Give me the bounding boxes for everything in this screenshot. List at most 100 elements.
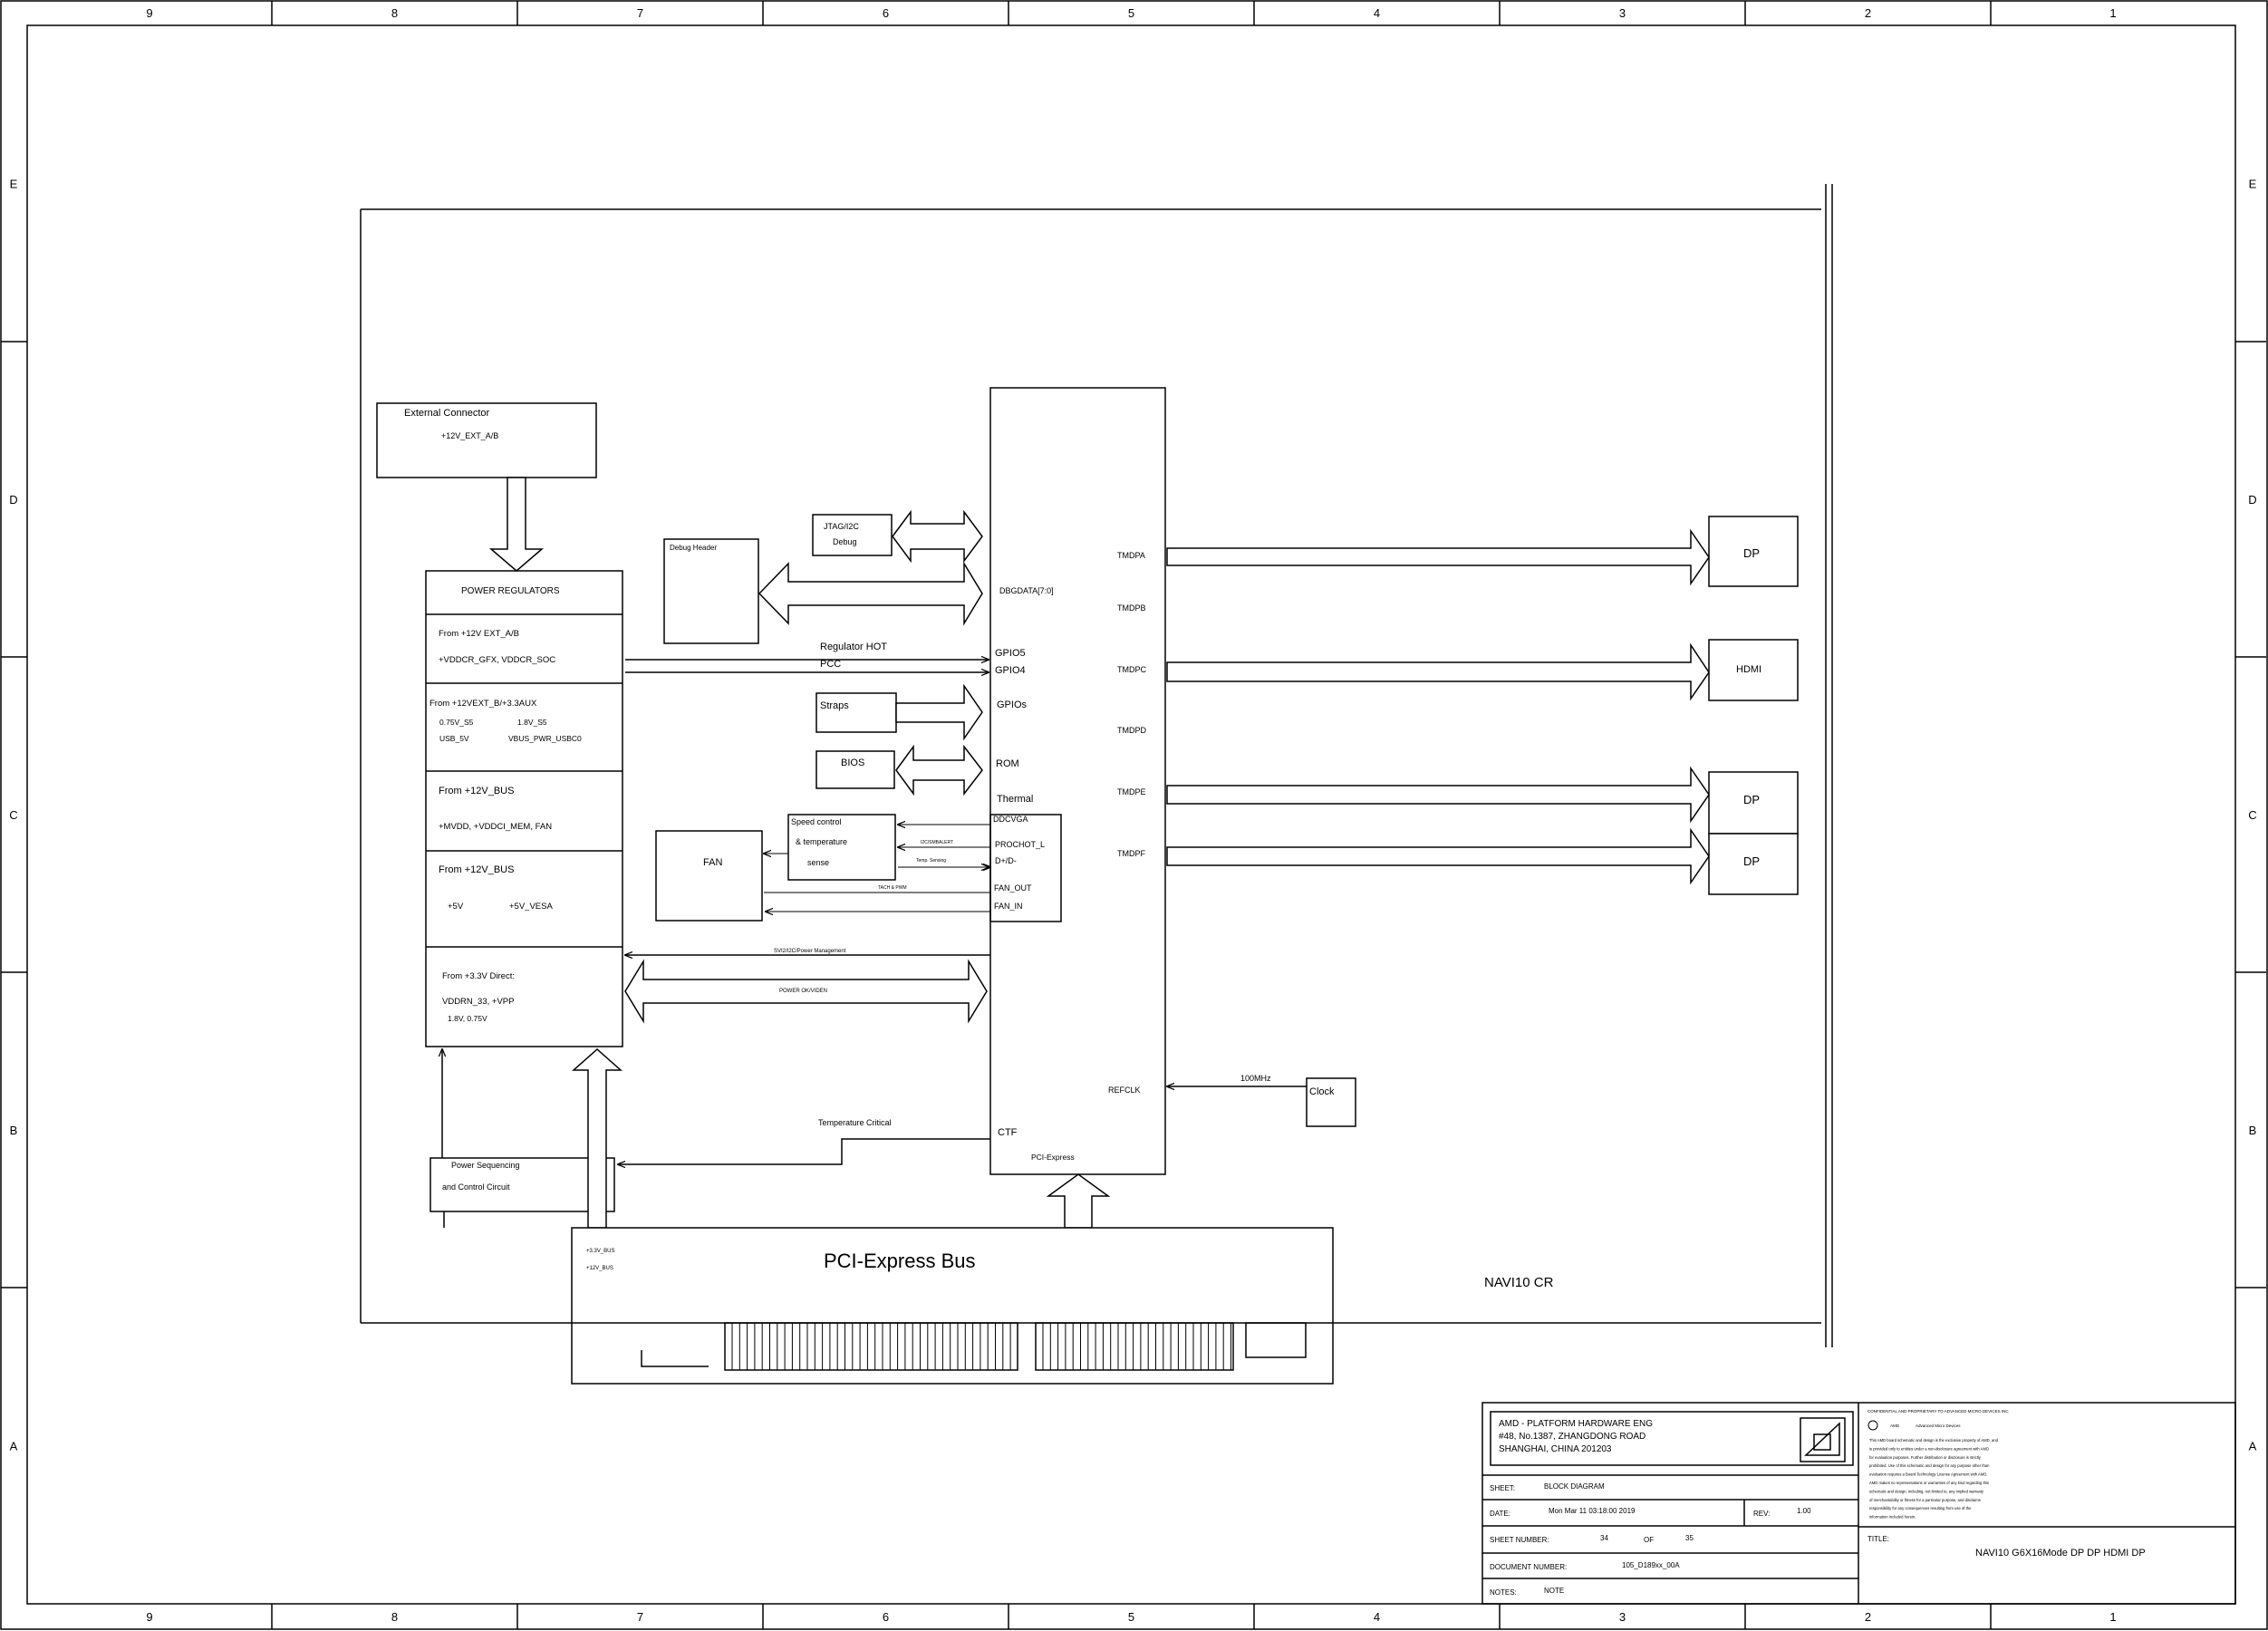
straps-block: Straps xyxy=(816,692,897,733)
pin-tmdpa: TMDPA xyxy=(1117,551,1145,560)
power-regulators-title: POWER REGULATORS xyxy=(461,586,560,596)
external-connector-block: External Connector +12V_EXT_A/B xyxy=(376,402,597,478)
column-label-top-1: 1 xyxy=(2109,6,2116,20)
pcie-to-power-arrow xyxy=(572,1047,622,1229)
confidential-line: for evaluation purposes. Further distrib… xyxy=(1869,1455,1982,1460)
pcie-to-gpu-arrow xyxy=(1046,1173,1111,1229)
of-value: 35 xyxy=(1685,1534,1694,1542)
speed-control-l1: Speed control xyxy=(791,817,842,826)
clock-block: Clock xyxy=(1306,1077,1356,1127)
pcie-bus-pin2: +12V_BUS xyxy=(586,1266,613,1271)
confidential-line: is provided only to entities under a non… xyxy=(1869,1446,1989,1451)
external-connector-rail: +12V_EXT_A/B xyxy=(441,431,498,440)
date-value: Mon Mar 11 03:18:00 2019 xyxy=(1549,1507,1636,1515)
docnum-label: DOCUMENT NUMBER: xyxy=(1490,1563,1567,1571)
pr-sec2-rail-vbus: VBUS_PWR_USBC0 xyxy=(508,734,582,743)
pin-ctf: CTF xyxy=(998,1127,1018,1138)
column-label-bottom-2: 2 xyxy=(1865,1610,1871,1624)
straps-arrow xyxy=(895,683,983,741)
row-label-left-A: A xyxy=(10,1440,18,1453)
row-label-right-E: E xyxy=(2249,178,2257,191)
fan-block: FAN xyxy=(655,830,763,922)
confidential-line: This AMD board schematic and design is t… xyxy=(1869,1438,1999,1443)
i2c-alert-label: I2C/SMBALERT xyxy=(921,840,953,845)
column-label-bottom-3: 3 xyxy=(1619,1610,1626,1624)
pr-sec4-rail-vesa: +5V_VESA xyxy=(509,902,553,912)
svi2-label: SVI2/I2C/Power Management xyxy=(774,949,846,954)
pin-ddcvga: DDCVGA xyxy=(993,815,1028,824)
confidential-line: evaluation requires a Board Technology L… xyxy=(1869,1472,1988,1477)
title-label: TITLE: xyxy=(1867,1535,1889,1543)
column-label-top-2: 2 xyxy=(1865,6,1871,20)
jtag-label-1: JTAG/I2C xyxy=(824,522,859,531)
pin-tmdpc: TMDPC xyxy=(1117,665,1146,674)
pcie-bus-title: PCI-Express Bus xyxy=(824,1250,976,1272)
column-label-top-6: 6 xyxy=(883,6,889,20)
output-dp-1-label: DP xyxy=(1743,546,1760,560)
ext-to-power-arrow xyxy=(488,477,545,572)
power-ok-arrow xyxy=(624,959,988,1024)
pr-sec5-from: From +3.3V Direct: xyxy=(442,971,515,981)
output-hdmi-label: HDMI xyxy=(1736,664,1761,675)
column-label-top-7: 7 xyxy=(637,6,643,20)
gpu-block: DBGDATA[7:0] GPIO5 GPIO4 GPIOs ROM Therm… xyxy=(989,387,1166,1175)
jtag-label-2: Debug xyxy=(833,537,857,546)
pcie-bus-pin1: +3.3V_BUS xyxy=(586,1249,615,1254)
column-label-bottom-5: 5 xyxy=(1128,1610,1134,1624)
power-sequencing-block: Power Sequencing and Control Circuit xyxy=(429,1157,615,1212)
pin-gpio5: GPIO5 xyxy=(995,648,1026,659)
clock-label: Clock xyxy=(1309,1086,1335,1097)
speed-control-l3: sense xyxy=(807,858,829,867)
pr-sec1-from: From +12V EXT_A/B xyxy=(439,629,519,639)
title-value: NAVI10 G6X16Mode DP DP HDMI DP xyxy=(1975,1548,2146,1559)
row-label-right-A: A xyxy=(2249,1440,2257,1453)
debug-header-label: Debug Header xyxy=(670,544,717,552)
ctf-line xyxy=(618,1138,990,1164)
regulator-hot-label: Regulator HOT xyxy=(820,642,887,652)
column-label-top-9: 9 xyxy=(146,6,152,20)
speed-control-l2: & temperature xyxy=(796,837,847,846)
notes-value: NOTE xyxy=(1544,1587,1564,1595)
pr-sec4-rail-5v: +5V xyxy=(448,902,464,912)
amd-logo xyxy=(1800,1417,1846,1462)
confidential-line: of merchantability or fitness for a part… xyxy=(1869,1498,1981,1502)
pin-dplus: D+/D- xyxy=(995,856,1017,865)
jtag-block: JTAG/I2C Debug xyxy=(812,514,893,556)
pr-sec1-rails: +VDDCR_GFX, VDDCR_SOC xyxy=(439,655,555,665)
confidential-header: CONFIDENTIAL AND PROPRIETARY TO ADVANCED… xyxy=(1867,1409,2009,1414)
board-outline xyxy=(360,184,1833,1347)
pin-fan-in: FAN_IN xyxy=(994,902,1023,911)
pin-refclk: REFCLK xyxy=(1108,1086,1141,1095)
power-seq-l2: and Control Circuit xyxy=(442,1182,510,1192)
tach-pwm-label: TACH & PWM xyxy=(878,885,907,891)
pin-fan-out: FAN_OUT xyxy=(994,883,1032,893)
sheet-value: BLOCK DIAGRAM xyxy=(1544,1482,1605,1491)
navi-label: NAVI10 CR xyxy=(1484,1275,1554,1290)
column-label-top-3: 3 xyxy=(1619,6,1626,20)
row-label-left-D: D xyxy=(9,493,17,507)
rev-label: REV: xyxy=(1753,1510,1770,1518)
sheetnum-label: SHEET NUMBER: xyxy=(1490,1536,1549,1544)
thermal-subblock: DDCVGA PROCHOT_L D+/D- FAN_OUT FAN_IN xyxy=(989,814,1062,922)
column-label-bottom-4: 4 xyxy=(1374,1610,1380,1624)
pin-gpios: GPIOs xyxy=(997,700,1028,710)
amd-small: AMD xyxy=(1890,1424,1900,1428)
title-block: AMD - PLATFORM HARDWARE ENG #48, No.1387… xyxy=(1481,1402,2236,1605)
power-ok-label: POWER OK/VIDEN xyxy=(779,989,827,994)
confidential-line: information included herein. xyxy=(1869,1515,1916,1520)
confidential-line: responsibility for any consequences resu… xyxy=(1869,1506,1972,1510)
bios-label: BIOS xyxy=(841,758,864,768)
pr-sec5-rails: VDDRN_33, +VPP xyxy=(442,997,514,1007)
pcc-label: PCC xyxy=(820,659,841,670)
column-label-bottom-1: 1 xyxy=(2109,1610,2116,1624)
debug-header-arrow xyxy=(758,561,983,626)
pr-sec3-from: From +12V_BUS xyxy=(439,786,514,796)
confidential-line: AMD makes no representations or warranti… xyxy=(1869,1481,1989,1485)
power-regulators-block: POWER REGULATORS From +12V EXT_A/B +VDDC… xyxy=(425,570,623,1047)
bios-arrow xyxy=(895,744,983,796)
fan-label: FAN xyxy=(703,857,722,868)
pin-tmdpb: TMDPB xyxy=(1117,603,1146,613)
pin-thermal: Thermal xyxy=(997,794,1033,805)
